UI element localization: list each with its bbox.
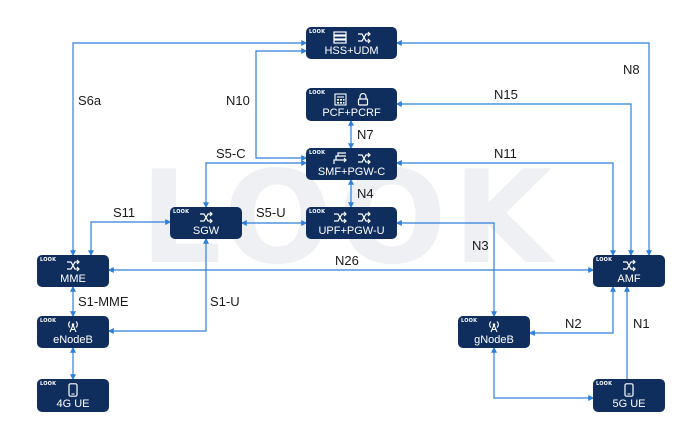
node-amf[interactable]: LOOK AMF [593, 255, 665, 287]
router-icon [333, 211, 347, 224]
router-icon [357, 31, 371, 44]
link-n2 [528, 285, 616, 336]
node-label: gNodeB [474, 334, 514, 346]
label-n11: N11 [494, 146, 517, 161]
node-label: AMF [617, 273, 641, 285]
node-label: SMF+PGW-C [317, 166, 386, 178]
link-n15 [395, 101, 634, 257]
label-s5u: S5-U [256, 205, 286, 220]
node-mme[interactable]: LOOK MME [37, 255, 109, 287]
node-tag: LOOK [40, 381, 57, 387]
switch-icon [332, 152, 347, 165]
node-enodeb[interactable]: LOOK eNodeB [37, 316, 109, 348]
link-s6a [70, 40, 308, 257]
node-label: PCF+PCRF [322, 107, 381, 119]
node-tag: LOOK [309, 150, 326, 156]
label-s11: S11 [113, 205, 136, 220]
node-tag: LOOK [173, 209, 190, 215]
label-n15: N15 [494, 87, 518, 102]
label-n7: N7 [357, 127, 374, 142]
label-n8: N8 [623, 62, 640, 77]
label-n4: N4 [357, 186, 374, 201]
router-icon [66, 259, 80, 272]
node-5g-ue[interactable]: LOOK 5G UE [593, 379, 665, 412]
lock-icon [357, 93, 369, 106]
label-s6a: S6a [78, 93, 102, 108]
link-s5c [203, 160, 308, 209]
node-tag: LOOK [309, 90, 326, 96]
node-tag: LOOK [596, 257, 613, 263]
label-n1: N1 [633, 316, 650, 331]
node-pcf-pcrf[interactable]: LOOK PCF+PCRF [306, 88, 397, 121]
node-4g-ue[interactable]: LOOK 4G UE [37, 379, 109, 412]
node-tag: LOOK [40, 318, 57, 324]
node-gnodeb[interactable]: LOOK gNodeB [458, 316, 530, 348]
node-label: MME [60, 273, 86, 285]
node-tag: LOOK [40, 257, 57, 263]
antenna-icon [487, 320, 501, 333]
label-s1u: S1-U [210, 294, 240, 309]
node-upf-pgwu[interactable]: LOOK UPF+PGW-U [306, 207, 397, 239]
link-s1u [107, 237, 209, 334]
phone-icon [68, 383, 78, 397]
calculator-icon [334, 93, 347, 106]
node-tag: LOOK [309, 209, 326, 215]
label-n3: N3 [472, 238, 489, 253]
link-n10 [255, 48, 308, 161]
link-n8 [395, 40, 652, 257]
node-label: eNodeB [53, 334, 93, 346]
link-s11 [88, 219, 172, 257]
node-label: SGW [192, 225, 220, 237]
link-n3 [395, 220, 497, 318]
label-s5c: S5-C [216, 146, 246, 161]
label-n10: N10 [226, 93, 250, 108]
router-icon [622, 259, 636, 272]
label-s1mme: S1-MME [78, 294, 129, 309]
node-tag: LOOK [461, 318, 478, 324]
label-n26: N26 [335, 253, 359, 268]
link-n11 [395, 160, 616, 257]
node-label: 5G UE [612, 398, 646, 410]
node-label: 4G UE [56, 398, 90, 410]
node-tag: LOOK [596, 381, 613, 387]
server-icon [332, 31, 347, 44]
node-tag: LOOK [309, 29, 326, 35]
node-label: HSS+UDM [324, 45, 379, 57]
link-gnodeb-ue5g [491, 346, 595, 401]
antenna-icon [66, 320, 80, 333]
router-icon [357, 152, 371, 165]
node-sgw[interactable]: LOOK SGW [170, 207, 242, 239]
node-smf-pgwc[interactable]: LOOK SMF+PGW-C [306, 148, 397, 180]
router-icon [199, 211, 213, 224]
node-hss-udm[interactable]: LOOK HSS+UDM [306, 27, 397, 59]
phone-icon [624, 383, 634, 397]
node-label: UPF+PGW-U [318, 225, 385, 237]
router-icon [357, 211, 371, 224]
label-n2: N2 [565, 316, 582, 331]
